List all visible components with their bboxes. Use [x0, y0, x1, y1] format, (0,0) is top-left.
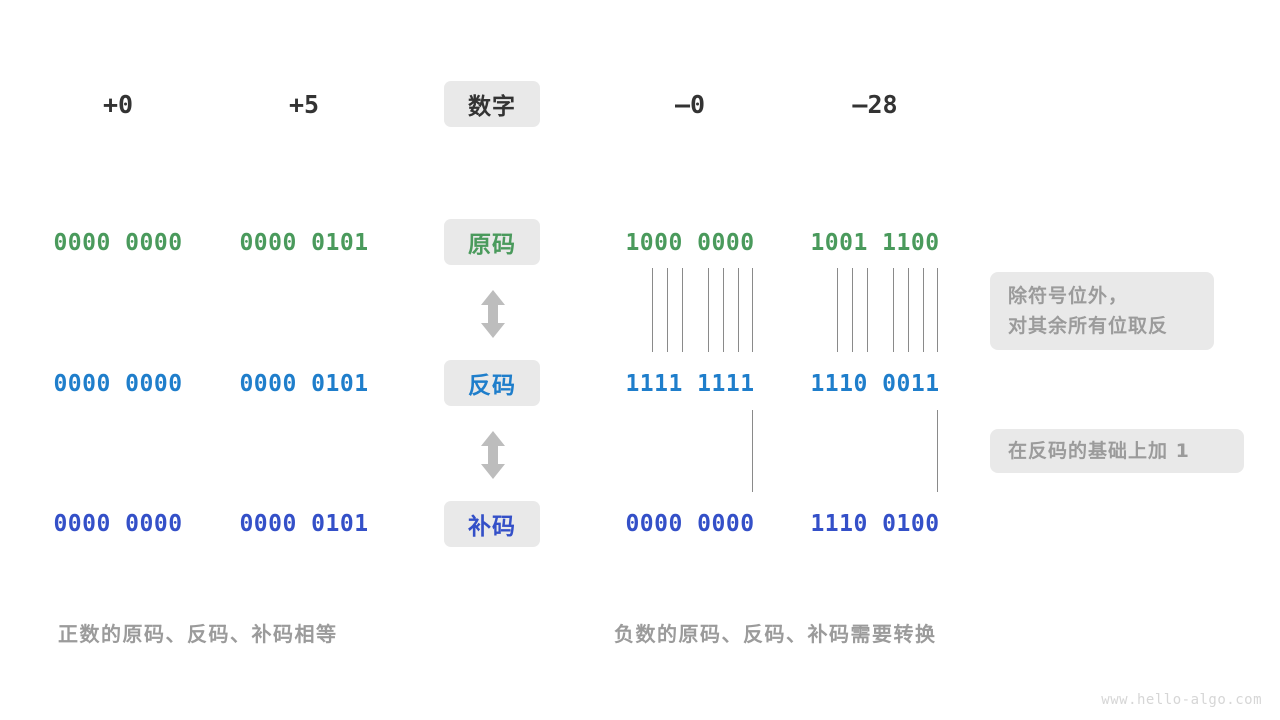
header-label-negative-twentyeight: –28	[852, 89, 898, 119]
caption-negative-numbers: 负数的原码、反码、补码需要转换	[614, 622, 937, 646]
row-label-true-form: 原码	[444, 219, 540, 265]
twos-complement-positive-zero: 0000 0000	[53, 511, 183, 537]
row-label-twos-complement: 补码	[444, 501, 540, 547]
twos-complement-positive-five: 0000 0101	[239, 511, 369, 537]
header-label-negative-zero: –0	[674, 89, 706, 119]
twos-complement-negative-zero: 0000 0000	[625, 511, 755, 537]
bit-connector-line	[867, 268, 868, 352]
twos-complement-negative-twentyeight: 1110 0100	[810, 511, 940, 537]
carry-connector-line	[937, 410, 938, 492]
header-label-positive-five: +5	[288, 89, 320, 119]
bit-connector-line	[852, 268, 853, 352]
header-label-positive-zero: +0	[102, 89, 134, 119]
true-form-negative-twentyeight: 1001 1100	[810, 230, 940, 256]
bit-connector-line	[908, 268, 909, 352]
ones-complement-positive-zero: 0000 0000	[53, 371, 183, 397]
ones-complement-positive-five: 0000 0101	[239, 371, 369, 397]
bit-connector-line	[682, 268, 683, 352]
ones-complement-negative-zero: 1111 1111	[625, 371, 755, 397]
note-invert-bits-line1: 除符号位外，	[1008, 285, 1129, 307]
bit-connector-line	[738, 268, 739, 352]
ones-complement-negative-twentyeight: 1110 0011	[810, 371, 940, 397]
true-form-positive-zero: 0000 0000	[53, 230, 183, 256]
note-invert-bits-line2: 对其余所有位取反	[1008, 315, 1169, 337]
bit-connector-line	[923, 268, 924, 352]
arrow-up-down-icon-true-to-ones	[478, 288, 508, 340]
bit-connector-line	[667, 268, 668, 352]
carry-connector-line	[752, 410, 753, 492]
arrow-up-down-icon-ones-to-twos	[478, 429, 508, 481]
bit-connector-line	[723, 268, 724, 352]
bit-connector-line	[652, 268, 653, 352]
bit-connector-line	[708, 268, 709, 352]
note-invert-bits: 除符号位外， 对其余所有位取反	[990, 272, 1214, 350]
true-form-positive-five: 0000 0101	[239, 230, 369, 256]
watermark-url: www.hello-algo.com	[1101, 692, 1262, 708]
bit-connector-line	[752, 268, 753, 352]
note-add-one-text: 在反码的基础上加 1	[1008, 440, 1190, 462]
header-center-label-number: 数字	[444, 81, 540, 127]
bit-connector-line	[893, 268, 894, 352]
note-add-one: 在反码的基础上加 1	[990, 429, 1244, 473]
true-form-negative-zero: 1000 0000	[625, 230, 755, 256]
caption-positive-numbers: 正数的原码、反码、补码相等	[58, 622, 338, 646]
bit-connector-line	[837, 268, 838, 352]
row-label-ones-complement: 反码	[444, 360, 540, 406]
bit-connector-line	[937, 268, 938, 352]
